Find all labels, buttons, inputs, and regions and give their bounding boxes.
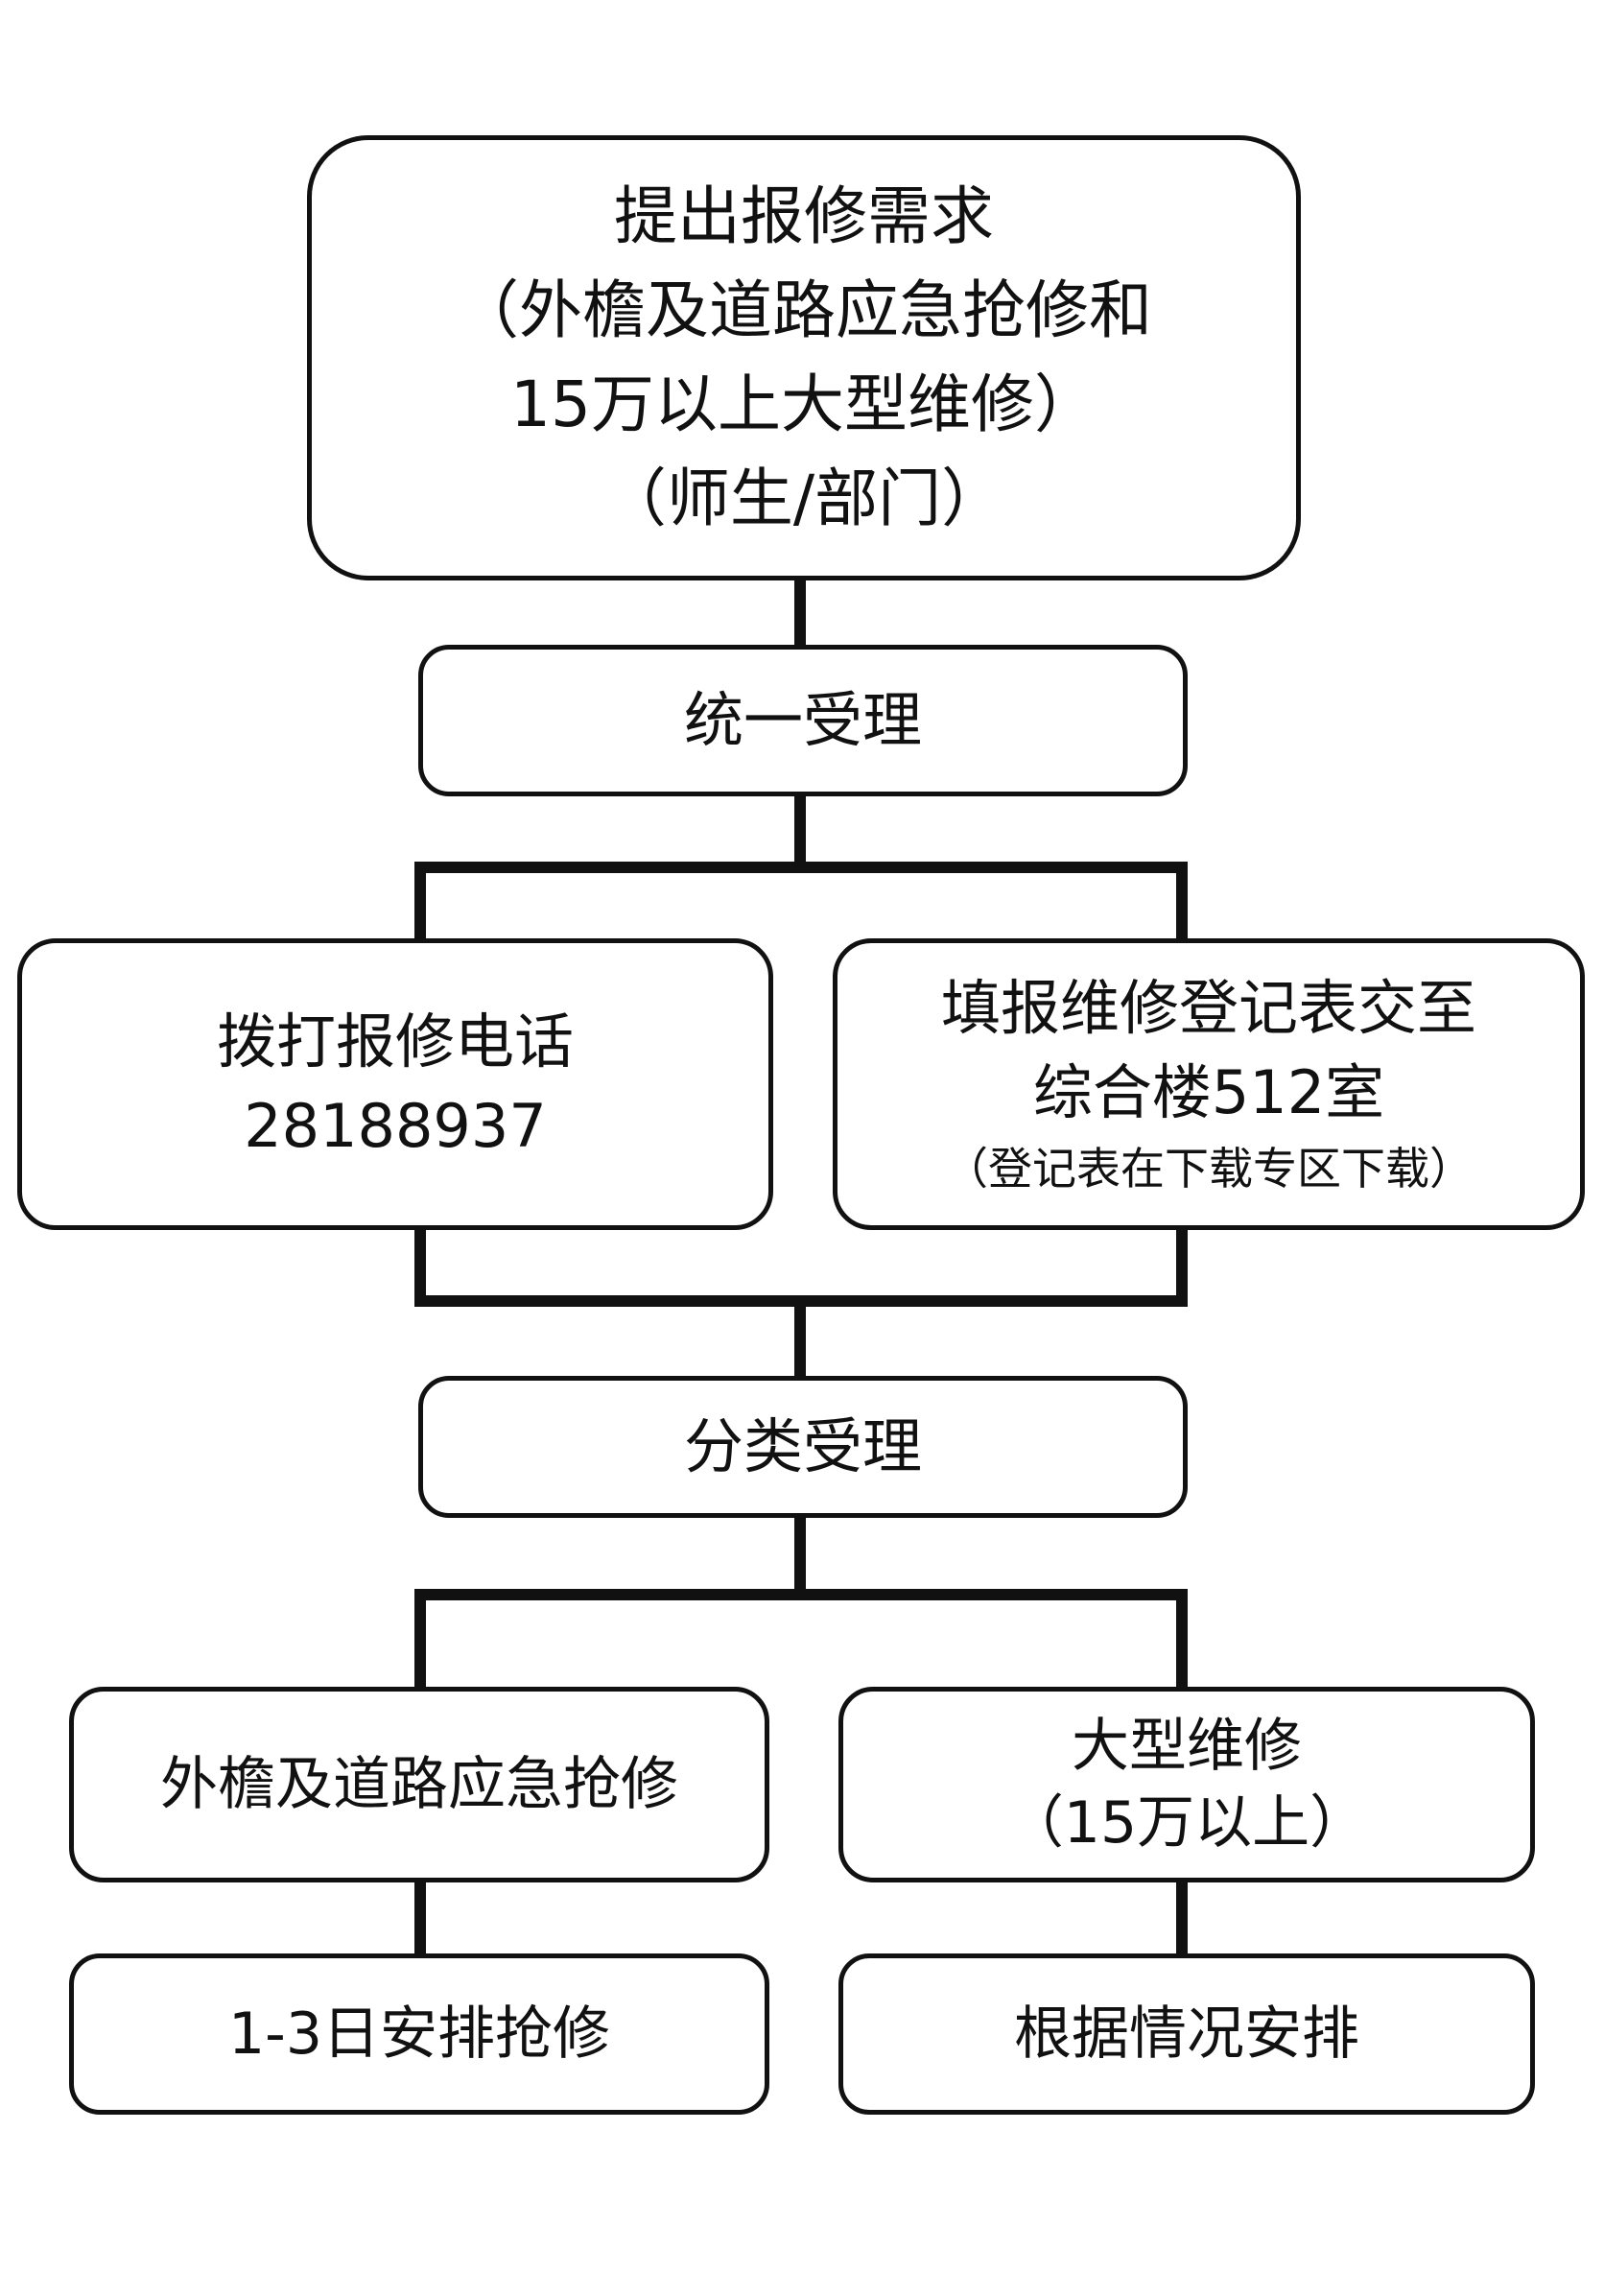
request-scope-line-1: （外檐及道路应急抢修和 [456, 273, 1152, 347]
form-report-box: 填报维修登记表交至 综合楼512室 （登记表在下载专区下载） [833, 938, 1585, 1230]
unified-intake-label: 统一受理 [683, 685, 922, 755]
connector-merge-bottom [414, 1230, 1188, 1307]
major-schedule-label: 根据情况安排 [1014, 2000, 1359, 2068]
phone-report-box: 拨打报修电话 28188937 [17, 938, 773, 1230]
connector-split-top [414, 862, 1188, 938]
major-repair-label: 大型维修 [1072, 1713, 1302, 1780]
classified-intake-box: 分类受理 [418, 1376, 1188, 1518]
request-applicant: （师生/部门） [602, 462, 1005, 535]
emergency-schedule-box: 1-3日安排抢修 [69, 1953, 769, 2115]
classified-intake-label: 分类受理 [683, 1411, 922, 1481]
major-schedule-box: 根据情况安排 [838, 1953, 1535, 2115]
emergency-repair-label: 外檐及道路应急抢修 [160, 1751, 678, 1818]
request-box: 提出报修需求 （外檐及道路应急抢修和 15万以上大型维修） （师生/部门） [307, 135, 1301, 580]
emergency-schedule-label: 1-3日安排抢修 [228, 2000, 610, 2068]
form-report-line-1: 填报维修登记表交至 [940, 973, 1476, 1043]
emergency-repair-box: 外檐及道路应急抢修 [69, 1687, 769, 1882]
phone-report-label: 拨打报修电话 [216, 1006, 574, 1077]
phone-number: 28188937 [244, 1091, 547, 1161]
unified-intake-box: 统一受理 [418, 645, 1188, 796]
request-title: 提出报修需求 [614, 179, 994, 253]
request-scope-line-2: 15万以上大型维修） [510, 367, 1097, 441]
form-download-note: （登记表在下载专区下载） [944, 1143, 1474, 1195]
form-report-line-2: 综合楼512室 [1032, 1057, 1385, 1127]
major-repair-box: 大型维修 （15万以上） [838, 1687, 1535, 1882]
major-repair-threshold: （15万以上） [1005, 1789, 1368, 1857]
connector-split-lower [414, 1589, 1188, 1687]
